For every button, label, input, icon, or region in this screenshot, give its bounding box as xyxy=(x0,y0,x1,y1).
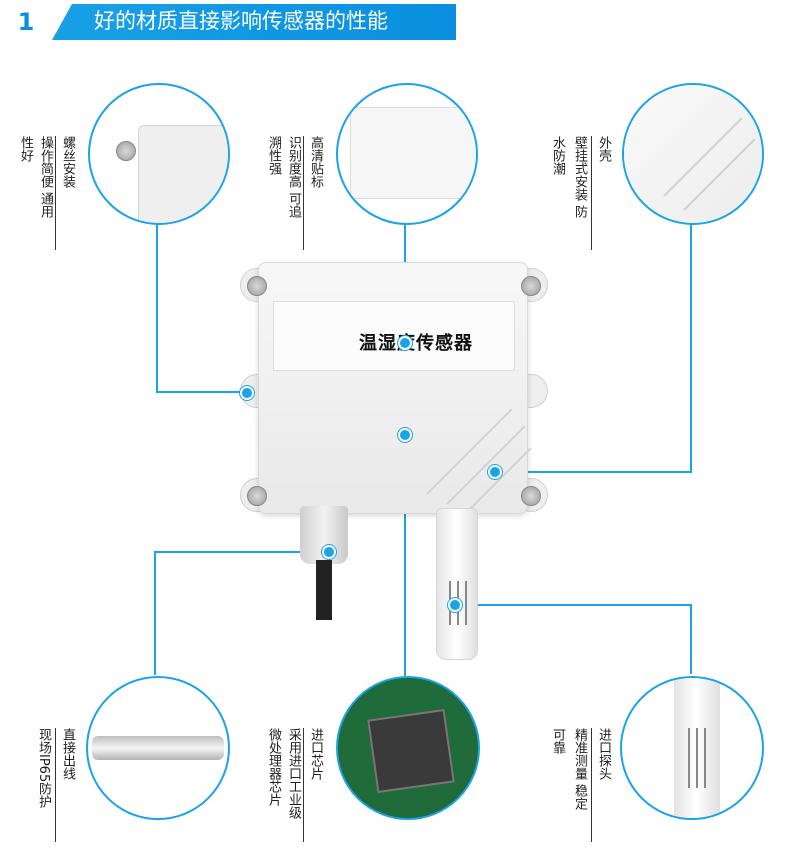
callout-text: 采用进口工业级 xyxy=(286,728,301,819)
callout-title-bottom-right: 进口探头 xyxy=(596,728,611,780)
probe-slot xyxy=(696,728,698,788)
callout-title-top-center: 高清贴标 xyxy=(308,136,323,188)
marker-dot xyxy=(398,336,412,350)
screw-icon xyxy=(247,486,267,506)
callout-title-bottom-center: 进口芯片 xyxy=(308,728,323,780)
probe-slot xyxy=(688,728,690,788)
callout-title-bottom-left: 直接出线 xyxy=(60,728,75,780)
callout-divider xyxy=(303,728,304,842)
screw-icon xyxy=(247,276,267,296)
callout-divider xyxy=(591,728,592,842)
connector-line-bottom-left-h xyxy=(154,551,330,553)
callout-text: 性好 xyxy=(18,136,33,162)
sensor-housing: 温湿度传感器 xyxy=(258,262,532,514)
connector-line-top-right-h xyxy=(496,471,692,473)
sensor-probe xyxy=(436,508,478,660)
connector-line-bottom-right-h xyxy=(456,604,692,606)
detail-connector-body xyxy=(92,736,224,760)
callout-title-top-left: 螺丝安装 xyxy=(60,136,75,188)
marker-dot xyxy=(398,428,412,442)
marker-dot xyxy=(322,545,336,559)
detail-circle-probe xyxy=(620,676,764,820)
cable xyxy=(316,560,332,620)
detail-circle-chip xyxy=(336,676,480,820)
screw-icon xyxy=(521,486,541,506)
section-banner: 1 好的材质直接影响传感器的性能 xyxy=(0,4,456,40)
callout-text: 壁挂式安装 防 xyxy=(572,136,587,219)
callout-text: 可靠 xyxy=(550,728,565,754)
detail-circle-label xyxy=(336,83,478,225)
detail-housing-corner xyxy=(138,125,228,223)
callout-text: 操作简便 通用 xyxy=(38,136,53,219)
connector-line-top-right-v xyxy=(690,222,692,472)
connector-line-bottom-right-v xyxy=(690,604,692,674)
banner-number: 1 xyxy=(17,8,35,36)
detail-circle-screw xyxy=(88,83,230,225)
callout-text: 微处理器芯片 xyxy=(266,728,281,806)
connector-line-bottom-center-v xyxy=(404,434,406,676)
connector-line-bottom-left-v xyxy=(154,551,156,675)
callout-text: 精准测量 稳定 xyxy=(572,728,587,811)
device-label: 温湿度传感器 xyxy=(359,333,473,354)
marker-dot xyxy=(488,465,502,479)
callout-text: 水防潮 xyxy=(550,136,565,175)
screw-icon xyxy=(521,276,541,296)
banner-background xyxy=(0,4,456,40)
connector-line-top-left-v xyxy=(156,222,158,392)
detail-chip xyxy=(367,708,455,794)
callout-text: 现场IP65防护 xyxy=(36,728,51,809)
callout-title-top-right: 外壳 xyxy=(596,136,611,162)
callout-divider xyxy=(55,136,56,250)
callout-text: 溯性强 xyxy=(266,136,281,175)
banner-title: 好的材质直接影响传感器的性能 xyxy=(94,10,388,33)
detail-circle-housing xyxy=(622,83,764,225)
callout-text: 识别度高 可追 xyxy=(286,136,301,219)
callout-divider xyxy=(591,136,592,250)
screw-icon xyxy=(116,141,136,161)
marker-dot xyxy=(240,386,254,400)
marker-dot xyxy=(448,598,462,612)
label-area xyxy=(273,301,515,371)
detail-label-area xyxy=(350,107,476,199)
callout-divider xyxy=(55,728,56,842)
callout-divider xyxy=(303,136,304,250)
probe-slot xyxy=(704,728,706,788)
housing-stripe-3 xyxy=(466,447,532,513)
connector-line-top-left-h xyxy=(156,391,248,393)
detail-circle-connector xyxy=(86,676,230,820)
probe-slot xyxy=(465,581,467,625)
